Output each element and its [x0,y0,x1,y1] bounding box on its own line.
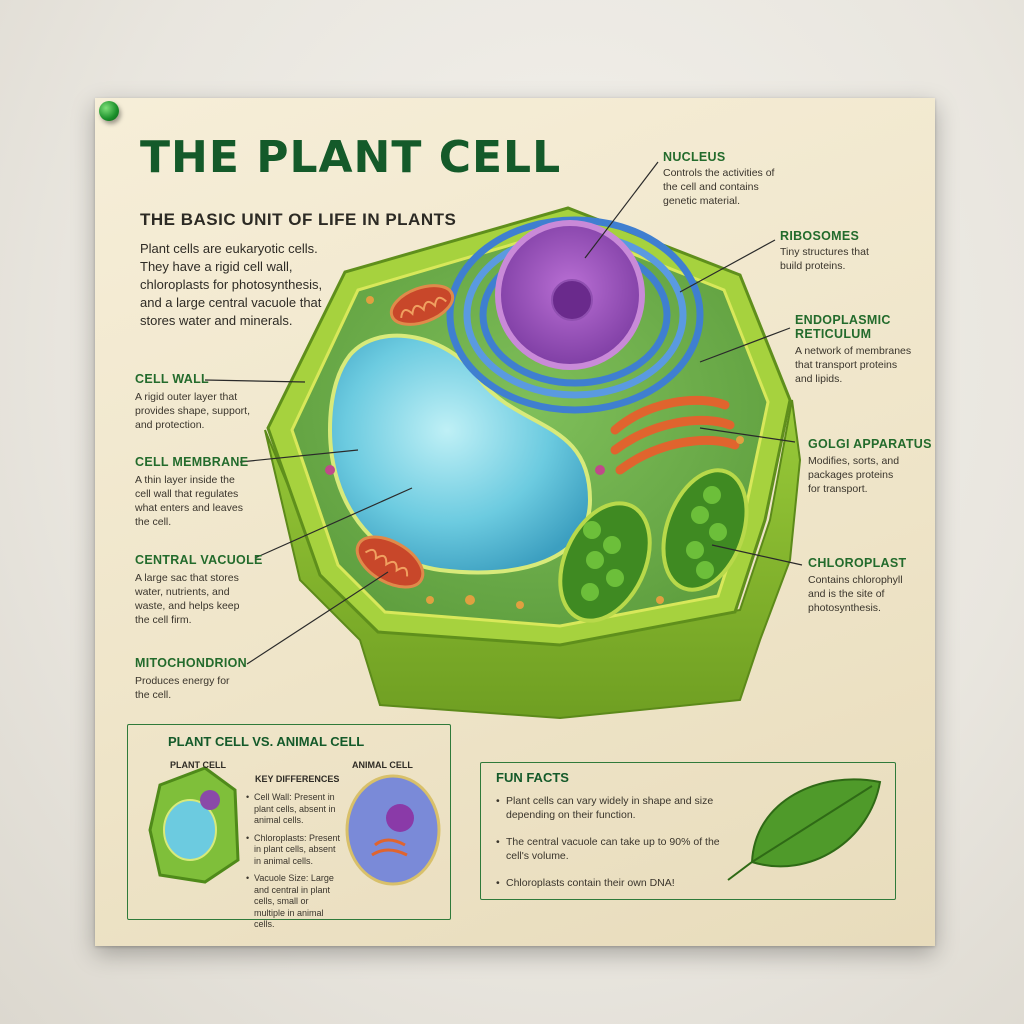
fun-facts-list: Plant cells can vary widely in shape and… [496,794,726,903]
difference-item: Vacuole Size: Large and central in plant… [246,873,342,931]
fun-fact-item: The central vacuole can take up to 90% o… [496,835,726,863]
mitochondrion-text: Produces energy for the cell. [135,675,230,701]
label-golgi-apparatus: GOLGI APPARATUS Modifies, sorts, and pac… [808,437,938,496]
fun-fact-item: Plant cells can vary widely in shape and… [496,794,726,822]
mini-plant-cell [148,766,240,884]
golgi-heading: GOLGI APPARATUS [808,437,932,451]
golgi-apparatus [610,395,740,475]
push-pin-icon [99,101,119,121]
label-mitochondrion: MITOCHONDRION Produces energy for the ce… [135,656,285,702]
label-central-vacuole: CENTRAL VACUOLE A large sac that stores … [135,553,285,627]
fun-facts-title: FUN FACTS [496,770,569,785]
golgi-text: Modifies, sorts, and packages proteins f… [808,455,900,495]
mini-animal-cell [345,774,441,886]
ribosome-dots [325,296,744,609]
key-differences-heading: KEY DIFFERENCES [255,774,340,784]
leaf-icon [727,778,882,881]
nucleolus [551,279,593,321]
page-subtitle: THE BASIC UNIT OF LIFE IN PLANTS [140,210,457,229]
ribosomes-text: Tiny structures that build proteins. [780,246,869,272]
central-vacuole-heading: CENTRAL VACUOLE [135,553,263,567]
nucleus-text: Controls the activities of the cell and … [663,167,775,207]
label-endoplasmic-reticulum: ENDOPLASMIC RETICULUM A network of membr… [795,313,925,386]
chloroplast-right [661,468,749,592]
nucleus-heading: NUCLEUS [663,150,726,164]
cell-wall-text: A rigid outer layer that provides shape,… [135,391,250,431]
fun-facts-box [480,762,896,900]
intro-paragraph: Plant cells are eukaryotic cells. They h… [140,241,323,328]
leader-lines [204,161,803,665]
difference-item: Cell Wall: Present in plant cells, absen… [246,792,342,827]
er-text: A network of membranes that transport pr… [795,345,912,385]
cell-membrane-heading: CELL MEMBRANE [135,455,249,469]
fun-fact-item: Chloroplasts contain their own DNA! [496,876,726,890]
er-heading-2: RETICULUM [795,327,872,341]
chloroplast-left [558,501,652,623]
plant-cell-label: PLANT CELL [170,760,226,770]
chloroplast-heading: CHLOROPLAST [808,556,907,570]
label-nucleus: NUCLEUS Controls the activities of the c… [663,150,793,208]
label-cell-membrane: CELL MEMBRANE A thin layer inside the ce… [135,455,285,529]
comparison-title: PLANT CELL VS. ANIMAL CELL [168,734,365,749]
cell-membrane-text: A thin layer inside the cell wall that r… [135,474,243,528]
cell-wall-heading: CELL WALL [135,372,209,386]
chloroplast-text: Contains chlorophyll and is the site of … [808,574,903,614]
mitochondrion-heading: MITOCHONDRION [135,656,247,670]
ribosomes-heading: RIBOSOMES [780,229,860,243]
label-chloroplast: CHLOROPLAST Contains chlorophyll and is … [808,556,938,615]
central-vacuole-text: A large sac that stores water, nutrients… [135,572,240,626]
label-cell-wall: CELL WALL A rigid outer layer that provi… [135,372,285,432]
difference-item: Chloroplasts: Present in plant cells, ab… [246,833,342,868]
er-heading-1: ENDOPLASMIC [795,313,891,327]
mitochondrion-top [389,284,455,326]
mitochondrion-bottom [355,535,425,589]
key-differences-list: Cell Wall: Present in plant cells, absen… [246,792,342,937]
page-title: THE PLANT CELL [140,132,562,183]
label-ribosomes: RIBOSOMES Tiny structures that build pro… [780,229,910,273]
animal-cell-label: ANIMAL CELL [352,760,413,770]
